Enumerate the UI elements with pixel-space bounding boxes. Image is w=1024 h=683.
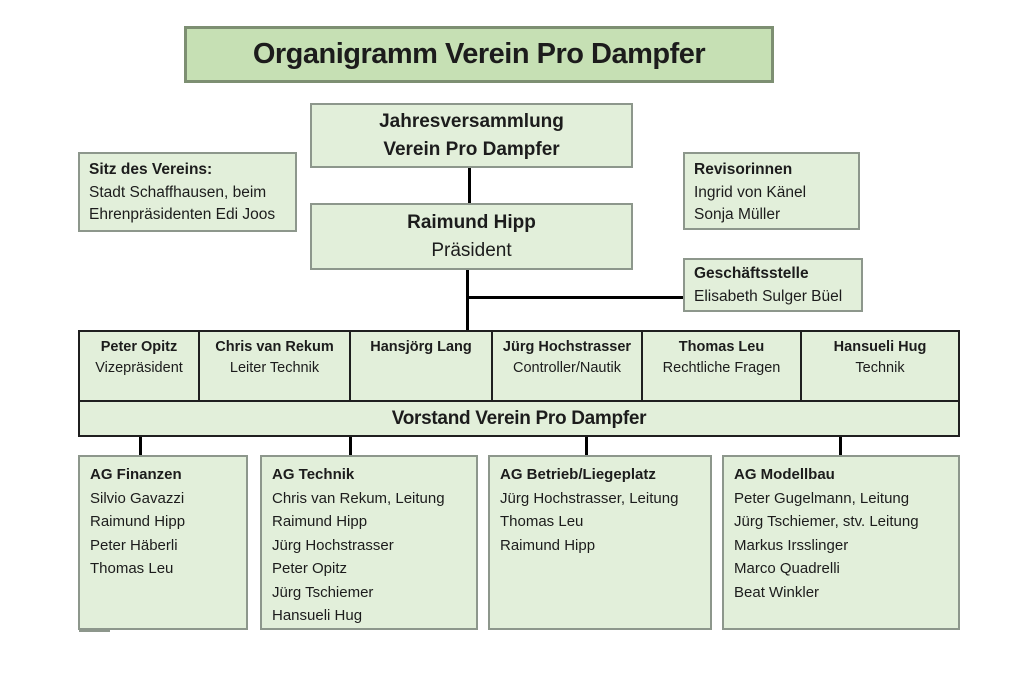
connector-board-ag-finanzen [139,437,142,456]
president-box: Raimund Hipp Präsident [310,203,633,270]
seat-line1: Stadt Schaffhausen, beim [89,183,267,201]
workgroup-member: Jürg Hochstrasser [272,536,394,554]
workgroup-technik-box: AG Technik Chris van Rekum, Leitung Raim… [260,455,478,630]
seat-title: Sitz des Vereins: [89,161,213,178]
board-member-name: Hansjörg Lang [370,339,472,355]
workgroup-title: AG Betrieb/Liegeplatz [500,466,656,483]
board-member-cell: Hansjörg Lang [351,332,493,400]
seat-box: Sitz des Vereins: Stadt Schaffhausen, be… [78,152,297,232]
assembly-line2: Verein Pro Dampfer [383,138,560,160]
workgroup-member: Jürg Tschiemer, stv. Leitung [734,513,919,530]
board-member-role: Rechtliche Fragen [662,360,781,376]
workgroup-title: AG Finanzen [90,466,182,483]
workgroup-member: Thomas Leu [500,513,584,530]
auditors-box: Revisorinnen Ingrid von Känel Sonja Müll… [683,152,860,230]
board-member-name: Chris van Rekum [215,339,334,355]
workgroup-title: AG Technik [272,466,355,483]
connector-office [466,296,683,299]
seat-line2: Ehrenpräsidenten Edi Joos [89,206,276,223]
board-member-cell: Jürg Hochstrasser Controller/Nautik [493,332,643,400]
workgroup-title: AG Modellbau [734,466,835,483]
connector-board-ag-technik [349,437,352,456]
workgroup-member: Chris van Rekum, Leitung [272,489,445,507]
board-member-name: Thomas Leu [678,339,765,355]
workgroup-member: Peter Häberli [90,536,178,554]
board-member-role: Technik [855,360,905,376]
workgroup-modellbau-box: AG Modellbau Peter Gugelmann, Leitung Jü… [722,455,960,630]
connector-board-ag-modellbau [839,437,842,456]
board-member-role: Vizepräsident [95,360,183,376]
assembly-line1: Jahresversammlung [379,110,564,132]
corner-artifact [79,628,110,632]
president-name: Raimund Hipp [407,212,536,233]
workgroup-member: Marco Quadrelli [734,560,840,577]
board-table: Peter Opitz Vizepräsident Chris van Reku… [78,330,960,437]
president-role: Präsident [431,240,512,261]
auditor-name: Sonja Müller [694,206,781,223]
chart-title-box: Organigramm Verein Pro Dampfer [184,26,774,83]
workgroup-member: Hansueli Hug [272,607,363,624]
board-member-name: Peter Opitz [100,339,178,355]
board-member-cell: Thomas Leu Rechtliche Fragen [643,332,802,400]
chart-title: Organigramm Verein Pro Dampfer [252,38,706,70]
connector-president-board [466,270,469,330]
board-member-role: Controller/Nautik [513,360,621,376]
workgroup-member: Jürg Tschiemer [272,583,374,601]
workgroup-member: Beat Winkler [734,583,820,601]
workgroup-member: Raimund Hipp [272,513,368,530]
workgroup-member: Peter Gugelmann, Leitung [734,489,910,507]
workgroup-member: Markus Irsslinger [734,536,849,554]
workgroup-member: Silvio Gavazzi [90,489,185,507]
office-title: Geschäftsstelle [694,265,809,282]
board-label: Vorstand Verein Pro Dampfer [391,407,647,429]
board-label-bar: Vorstand Verein Pro Dampfer [80,400,958,435]
board-member-cell: Peter Opitz Vizepräsident [80,332,200,400]
workgroup-member: Raimund Hipp [90,513,186,530]
office-member: Elisabeth Sulger Büel [694,287,843,305]
board-row: Peter Opitz Vizepräsident Chris van Reku… [80,332,958,400]
workgroup-betrieb-box: AG Betrieb/Liegeplatz Jürg Hochstrasser,… [488,455,712,630]
auditor-name: Ingrid von Känel [694,183,807,201]
office-box: Geschäftsstelle Elisabeth Sulger Büel [683,258,863,312]
workgroup-finanzen-box: AG Finanzen Silvio Gavazzi Raimund Hipp … [78,455,248,630]
workgroup-member: Raimund Hipp [500,536,596,554]
auditors-title: Revisorinnen [694,161,793,178]
board-member-name: Hansueli Hug [833,339,927,355]
assembly-box: Jahresversammlung Verein Pro Dampfer [310,103,633,168]
board-member-cell: Chris van Rekum Leiter Technik [200,332,351,400]
board-member-role: Leiter Technik [229,360,320,376]
workgroup-member: Peter Opitz [272,560,348,577]
connector-assembly-president [468,168,471,203]
workgroup-member: Jürg Hochstrasser, Leitung [500,489,679,507]
board-member-cell: Hansueli Hug Technik [802,332,958,400]
workgroup-member: Thomas Leu [90,560,174,577]
board-member-name: Jürg Hochstrasser [502,339,632,355]
connector-board-ag-betrieb [585,437,588,456]
